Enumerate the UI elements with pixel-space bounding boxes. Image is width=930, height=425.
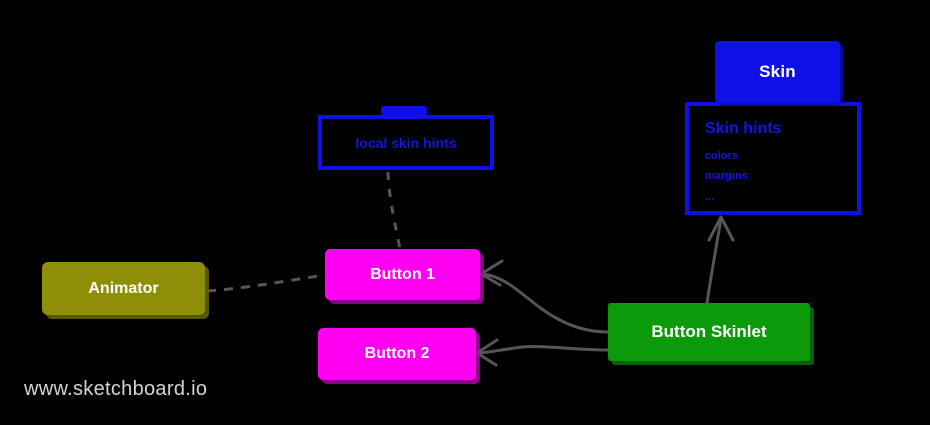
node-animator[interactable]: Animator bbox=[42, 262, 205, 315]
node-local-skin-hints-label: local skin hints bbox=[355, 134, 457, 151]
node-button-2[interactable]: Button 2 bbox=[318, 328, 476, 380]
node-skin-hints-item-colors: colors bbox=[705, 149, 739, 162]
arrowhead-button-skinlet-to-button-2 bbox=[475, 338, 499, 367]
arrowhead-button-skinlet-to-skin-hints bbox=[707, 215, 735, 242]
node-button-1[interactable]: Button 1 bbox=[325, 249, 480, 300]
node-skin-label: Skin bbox=[759, 62, 796, 81]
watermark-sketchboard: www.sketchboard.io bbox=[24, 378, 208, 400]
node-button-skinlet[interactable]: Button Skinlet bbox=[608, 303, 810, 361]
node-skin-hints-title: Skin hints bbox=[705, 120, 782, 137]
node-skin-hints-item-margins: margins bbox=[705, 170, 748, 183]
edge-button-skinlet-to-button-1 bbox=[481, 272, 610, 334]
node-skin-hints[interactable]: Skin hints colors margins ... bbox=[685, 102, 861, 215]
edge-button-skinlet-to-button-2 bbox=[477, 345, 610, 355]
node-skin-hints-item-ellipsis: ... bbox=[705, 191, 715, 204]
edge-animator-to-button-1 bbox=[206, 273, 326, 293]
local-skin-hints-tab bbox=[381, 106, 427, 117]
node-button-2-label: Button 2 bbox=[364, 345, 430, 362]
node-local-skin-hints[interactable]: local skin hints bbox=[318, 115, 494, 170]
node-button-1-label: Button 1 bbox=[370, 265, 435, 283]
arrowhead-button-skinlet-to-button-1 bbox=[479, 259, 504, 287]
node-skin[interactable]: Skin bbox=[715, 41, 840, 103]
edge-local-skin-hints-to-button-1 bbox=[386, 171, 402, 250]
node-button-skinlet-label: Button Skinlet bbox=[651, 322, 767, 341]
node-animator-label: Animator bbox=[88, 279, 159, 297]
edge-button-skinlet-to-skin-hints bbox=[705, 217, 723, 305]
